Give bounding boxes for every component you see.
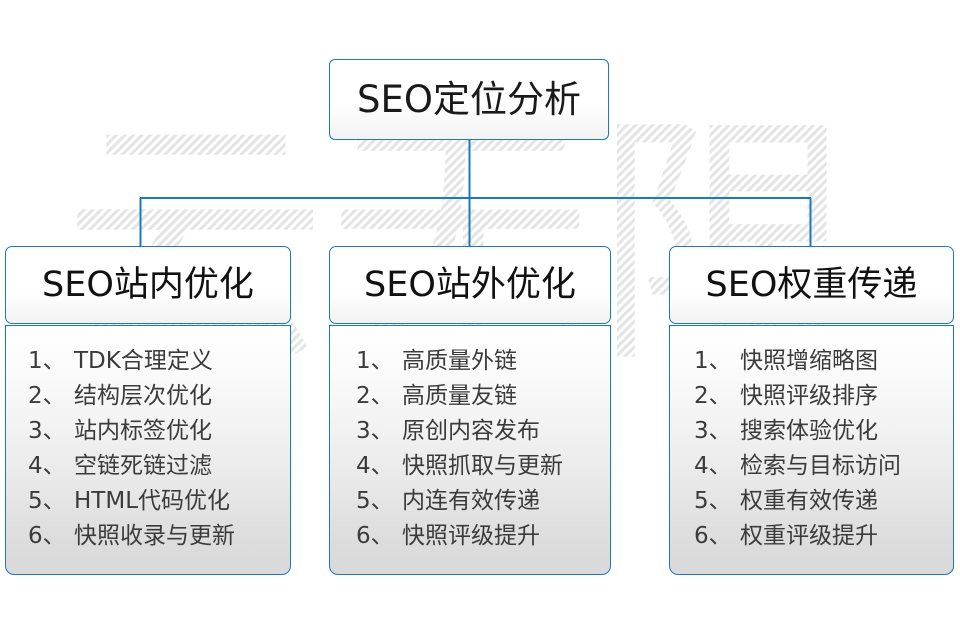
list-item-number: 4、 [356, 453, 394, 479]
list-item-label: 搜索体验优化 [740, 418, 878, 444]
list-item-label: 权重有效传递 [740, 488, 878, 514]
list-item-number: 5、 [694, 488, 732, 514]
branch-body-2: 1、 高质量外链 2、 高质量友链 3、 原创内容发布 4、 快照抓取与更新 5… [329, 325, 611, 575]
list-item-number: 5、 [28, 488, 66, 514]
list-item-number: 5、 [356, 488, 394, 514]
branch-title-2-label: SEO站外优化 [364, 264, 576, 305]
list-item-number: 4、 [694, 453, 732, 479]
list-item[interactable]: 4、 空链死链过滤 [6, 449, 290, 484]
list-item-label: 快照增缩略图 [740, 348, 878, 374]
branch-title-3[interactable]: SEO权重传递 [669, 246, 954, 324]
list-item-number: 1、 [28, 348, 66, 374]
list-item-number: 6、 [694, 523, 732, 549]
list-item-label: 空链死链过滤 [74, 453, 212, 479]
list-item-number: 2、 [356, 383, 394, 409]
list-item-number: 2、 [28, 383, 66, 409]
branch-body-3: 1、 快照增缩略图 2、 快照评级排序 3、 搜索体验优化 4、 检索与目标访问… [669, 325, 954, 575]
list-item[interactable]: 3、 搜索体验优化 [670, 414, 953, 449]
list-item-label: TDK合理定义 [74, 348, 213, 374]
branch-column-2: SEO站外优化 1、 高质量外链 2、 高质量友链 3、 原创内容发布 4、 快 [329, 246, 611, 575]
list-item[interactable]: 4、 快照抓取与更新 [330, 449, 610, 484]
branch-title-1[interactable]: SEO站内优化 [5, 246, 291, 324]
list-item[interactable]: 3、 原创内容发布 [330, 414, 610, 449]
branch-body-1: 1、 TDK合理定义 2、 结构层次优化 3、 站内标签优化 4、 空链死链过滤… [5, 325, 291, 575]
list-item[interactable]: 2、 高质量友链 [330, 379, 610, 414]
list-item-label: 原创内容发布 [402, 418, 540, 444]
list-item-label: 站内标签优化 [74, 418, 212, 444]
list-item-number: 3、 [28, 418, 66, 444]
list-item-label: 快照收录与更新 [74, 523, 235, 549]
list-item-number: 1、 [356, 348, 394, 374]
list-item[interactable]: 2、 结构层次优化 [6, 379, 290, 414]
list-item[interactable]: 6、 快照收录与更新 [6, 519, 290, 554]
list-item-number: 4、 [28, 453, 66, 479]
list-item-label: HTML代码优化 [74, 488, 231, 514]
list-item-label: 快照评级排序 [740, 383, 878, 409]
list-item[interactable]: 5、 权重有效传递 [670, 484, 953, 519]
list-item-label: 结构层次优化 [74, 383, 212, 409]
list-item[interactable]: 3、 站内标签优化 [6, 414, 290, 449]
list-item-label: 高质量外链 [402, 348, 517, 374]
branch-title-2[interactable]: SEO站外优化 [329, 246, 611, 324]
list-item[interactable]: 6、 快照评级提升 [330, 519, 610, 554]
list-item-label: 快照抓取与更新 [402, 453, 563, 479]
root-node-title: SEO定位分析 [357, 78, 581, 121]
list-item[interactable]: 1、 快照增缩略图 [670, 344, 953, 379]
list-item-label: 检索与目标访问 [740, 453, 901, 479]
list-item-label: 权重评级提升 [740, 523, 878, 549]
branch-title-1-label: SEO站内优化 [42, 264, 254, 305]
list-item-number: 1、 [694, 348, 732, 374]
branch-title-3-label: SEO权重传递 [705, 264, 918, 305]
list-item[interactable]: 2、 快照评级排序 [670, 379, 953, 414]
list-item-number: 6、 [356, 523, 394, 549]
list-item-number: 3、 [694, 418, 732, 444]
branch-column-3: SEO权重传递 1、 快照增缩略图 2、 快照评级排序 3、 搜索体验优化 4、 [669, 246, 954, 575]
root-node[interactable]: SEO定位分析 [329, 59, 609, 140]
list-item-label: 内连有效传递 [402, 488, 540, 514]
list-item-number: 2、 [694, 383, 732, 409]
list-item-number: 3、 [356, 418, 394, 444]
list-item[interactable]: 6、 权重评级提升 [670, 519, 953, 554]
list-item[interactable]: 5、 内连有效传递 [330, 484, 610, 519]
list-item[interactable]: 1、 高质量外链 [330, 344, 610, 379]
list-item[interactable]: 4、 检索与目标访问 [670, 449, 953, 484]
list-item-number: 6、 [28, 523, 66, 549]
list-item-label: 高质量友链 [402, 383, 517, 409]
branch-column-1: SEO站内优化 1、 TDK合理定义 2、 结构层次优化 3、 站内标签优化 4… [5, 246, 291, 575]
list-item[interactable]: 5、 HTML代码优化 [6, 484, 290, 519]
list-item[interactable]: 1、 TDK合理定义 [6, 344, 290, 379]
list-item-label: 快照评级提升 [402, 523, 540, 549]
